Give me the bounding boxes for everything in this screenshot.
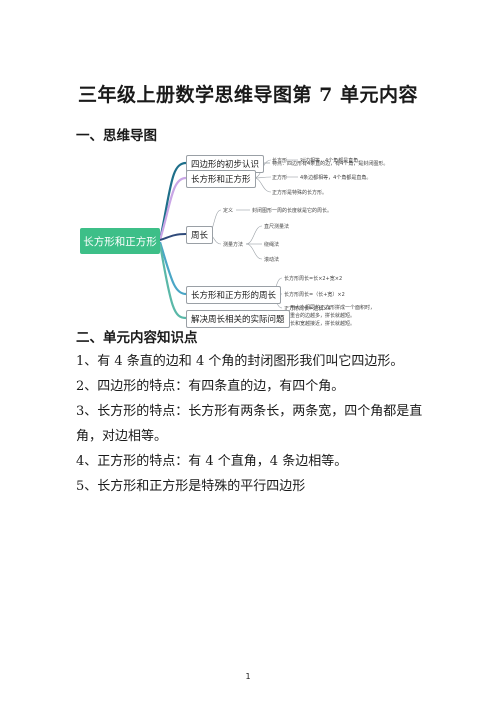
knowledge-point: 1、有 4 条直的边和 4 个角的封闭图形我们叫它四边形。 [76,354,404,369]
knowledge-point: 5、长方形和正方形是特殊的平行四边形 [76,479,306,494]
branch-practical-problems: 解决周长相关的实际问题 [186,310,290,328]
leaf-square-formula: 正方形周长=边长×4 [284,306,331,312]
branch-rect-square-perimeter: 长方形和正方形的周长 [186,286,282,304]
section-heading-mindmap: 一、思维导图 [76,128,157,144]
connector-2 [158,176,187,241]
leaf-rectangle-desc: 对边相等，4个角都是直角。 [300,158,364,164]
leaf-rolling-method: 滚动法 [264,257,280,263]
branch-perimeter: 周长 [186,226,214,244]
leaf-problem-3: 长和宽越接近，拼长就越短。 [290,321,356,327]
leaf-rect-formula-2: 长方形周长=（长+宽）×2 [284,292,345,298]
leaf-ruler-method: 直尺测量法 [264,224,290,230]
leaf-quadrilateral-feature: 特点：四边形有4条直的边，有4个角，是封闭图形。 [272,161,389,167]
leaf-square-special: 正方形是特殊的长方形。 [272,190,328,196]
section-heading-knowledge-points: 二、单元内容知识点 [76,330,198,346]
connector-5 [158,243,187,320]
leaf-problem-1: 用大小相同的正方形拼成一个面积时， [290,305,376,311]
knowledge-point: 4、正方形的特点：有 4 个直角，4 条边相等。 [76,454,348,469]
mind-map: 长方形和正方形 四边形的初步认识 特点：四边形有4条直的边，有4个角，是封闭图形… [76,148,432,328]
page-number: 1 [245,672,251,681]
connector-4 [158,241,187,296]
leaf-definition-desc: 封闭图形一周的长度就是它的周长。 [252,208,333,214]
knowledge-point: 2、四边形的特点：有四条直的边，有四个角。 [76,379,345,394]
leaf-measure-methods: 测量方法 [223,242,244,248]
connector-3 [159,233,187,241]
leaf-problem-2: 重合的边越多，拼长就越短。 [290,313,356,319]
branch-rect-square: 长方形和正方形 [186,170,256,188]
leaf-definition: 定义 [223,208,234,214]
page-title: 三年级上册数学思维导图第 7 单元内容 [78,84,418,106]
leaf-square: 正方形 [272,175,288,181]
leaf-rope-method: 绕绳法 [264,242,280,248]
knowledge-point: 3、长方形的特点：长方形有两条长，两条宽，四个角都是直角，对边相等。 [76,404,423,444]
mind-map-center: 长方形和正方形 [80,228,160,254]
leaf-rectangle: 长方形 [272,158,288,164]
leaf-rect-formula-1: 长方形周长=长×2+宽×2 [284,276,343,282]
leaf-square-desc: 4条边都相等，4个角都是直角。 [300,175,372,181]
